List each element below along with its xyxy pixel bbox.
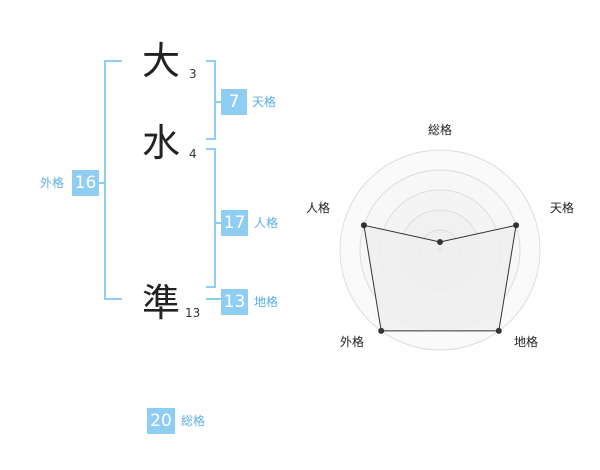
tenkaku-value: 7 xyxy=(221,89,247,115)
radar-point-2 xyxy=(513,222,520,229)
radar-axis-label-3: 地格 xyxy=(514,334,538,349)
radar-point-4 xyxy=(378,327,385,334)
radar-series-shape xyxy=(363,224,517,332)
soukaku-value: 20 xyxy=(147,408,175,434)
gaikaku-label: 外格 xyxy=(40,176,65,190)
stroke-count-3: 13 xyxy=(185,306,201,320)
jinkaku-value: 17 xyxy=(221,210,248,236)
radar-point-3 xyxy=(495,327,502,334)
soukaku-label: 総格 xyxy=(181,414,206,428)
name-char-1: 大 xyxy=(142,39,181,83)
chikaku-label: 地格 xyxy=(254,295,279,309)
radar-axis-label-1: 総格 xyxy=(428,122,452,137)
chikaku-value: 13 xyxy=(221,289,248,315)
name-char-2: 水 xyxy=(142,121,181,165)
radar-axis-label-5: 人格 xyxy=(306,200,330,215)
stroke-count-2: 4 xyxy=(189,147,197,161)
radar-axis-label-4: 外格 xyxy=(340,334,364,349)
radar-point-1 xyxy=(437,239,443,245)
stroke-count-1: 3 xyxy=(189,67,197,81)
jinkaku-label: 人格 xyxy=(254,216,279,230)
name-char-3: 準 xyxy=(142,281,181,325)
gaikaku-value: 16 xyxy=(72,170,99,196)
tenkaku-label: 天格 xyxy=(252,95,277,109)
radar-axis-label-2: 天格 xyxy=(550,200,574,215)
radar-point-5 xyxy=(360,222,367,229)
chikaku-tick xyxy=(206,298,222,300)
